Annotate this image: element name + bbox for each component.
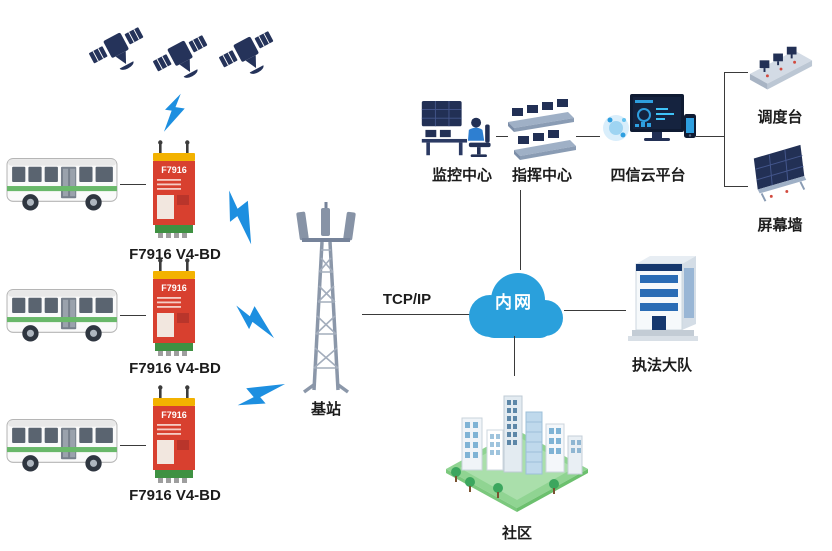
- satellite-icon: [88, 20, 146, 74]
- lightning-bolt-icon: [159, 89, 189, 138]
- community-icon: [442, 372, 592, 518]
- screen-wall-label: 屏幕墙: [757, 217, 803, 234]
- satellite-icon: [152, 28, 210, 82]
- cloud-platform-icon: [600, 92, 696, 160]
- connector-cloud-building: [564, 310, 626, 311]
- svg-text:F7916: F7916: [161, 283, 187, 293]
- svg-text:F7916: F7916: [161, 410, 187, 420]
- connector-bus-modem: [120, 445, 146, 446]
- base-station-label: 基站: [310, 401, 341, 418]
- command-center-icon: [508, 98, 576, 162]
- command-center-label: 指挥中心: [511, 167, 572, 184]
- monitoring-center-label: 监控中心: [431, 167, 492, 184]
- cloud-platform-label: 四信云平台: [610, 167, 686, 184]
- lightning-bolt-icon: [228, 362, 292, 425]
- modem-icon: F7916: [146, 258, 202, 358]
- dispatch-console-label: 调度台: [757, 109, 803, 126]
- law-enforcement-building-icon: [624, 244, 700, 350]
- lightning-bolt-icon: [209, 182, 275, 251]
- connector-bus-modem: [120, 315, 146, 316]
- modem-icon: F7916: [146, 140, 202, 240]
- tcp-ip-label: TCP/IP: [382, 291, 432, 308]
- connector-bracket-dispatch: [724, 72, 748, 73]
- satellite-icon: [218, 24, 276, 78]
- connector-bracket-screenwall: [724, 186, 748, 187]
- monitoring-center-icon: [420, 96, 496, 162]
- bus-icon: [6, 413, 120, 477]
- modem-icon: F7916: [146, 385, 202, 485]
- intranet-label: 内网: [495, 293, 533, 312]
- dispatch-console-icon: [748, 40, 814, 102]
- bus-icon: [6, 152, 120, 216]
- connector-cloud-community: [514, 336, 515, 376]
- screen-wall-icon: [748, 142, 814, 206]
- connector-centers: [496, 136, 508, 137]
- connector-centers: [576, 136, 600, 137]
- svg-text:F7916: F7916: [161, 165, 187, 175]
- modem-label: F7916 V4-BD: [129, 487, 221, 504]
- bracket-line: [724, 72, 725, 186]
- base-station-icon: [290, 202, 362, 394]
- connector-cloud-centers: [520, 190, 521, 270]
- community-label: 社区: [501, 525, 532, 542]
- modem-label: F7916 V4-BD: [129, 246, 221, 263]
- intranet-cloud-icon: 内网: [456, 264, 572, 348]
- lightning-bolt-icon: [226, 292, 286, 349]
- connector-bus-modem: [120, 184, 146, 185]
- bus-icon: [6, 283, 120, 347]
- modem-label: F7916 V4-BD: [129, 360, 221, 377]
- law-enforcement-label: 执法大队: [631, 357, 692, 374]
- connector-tower-cloud: [362, 314, 470, 315]
- connector-platform-bracket: [696, 136, 724, 137]
